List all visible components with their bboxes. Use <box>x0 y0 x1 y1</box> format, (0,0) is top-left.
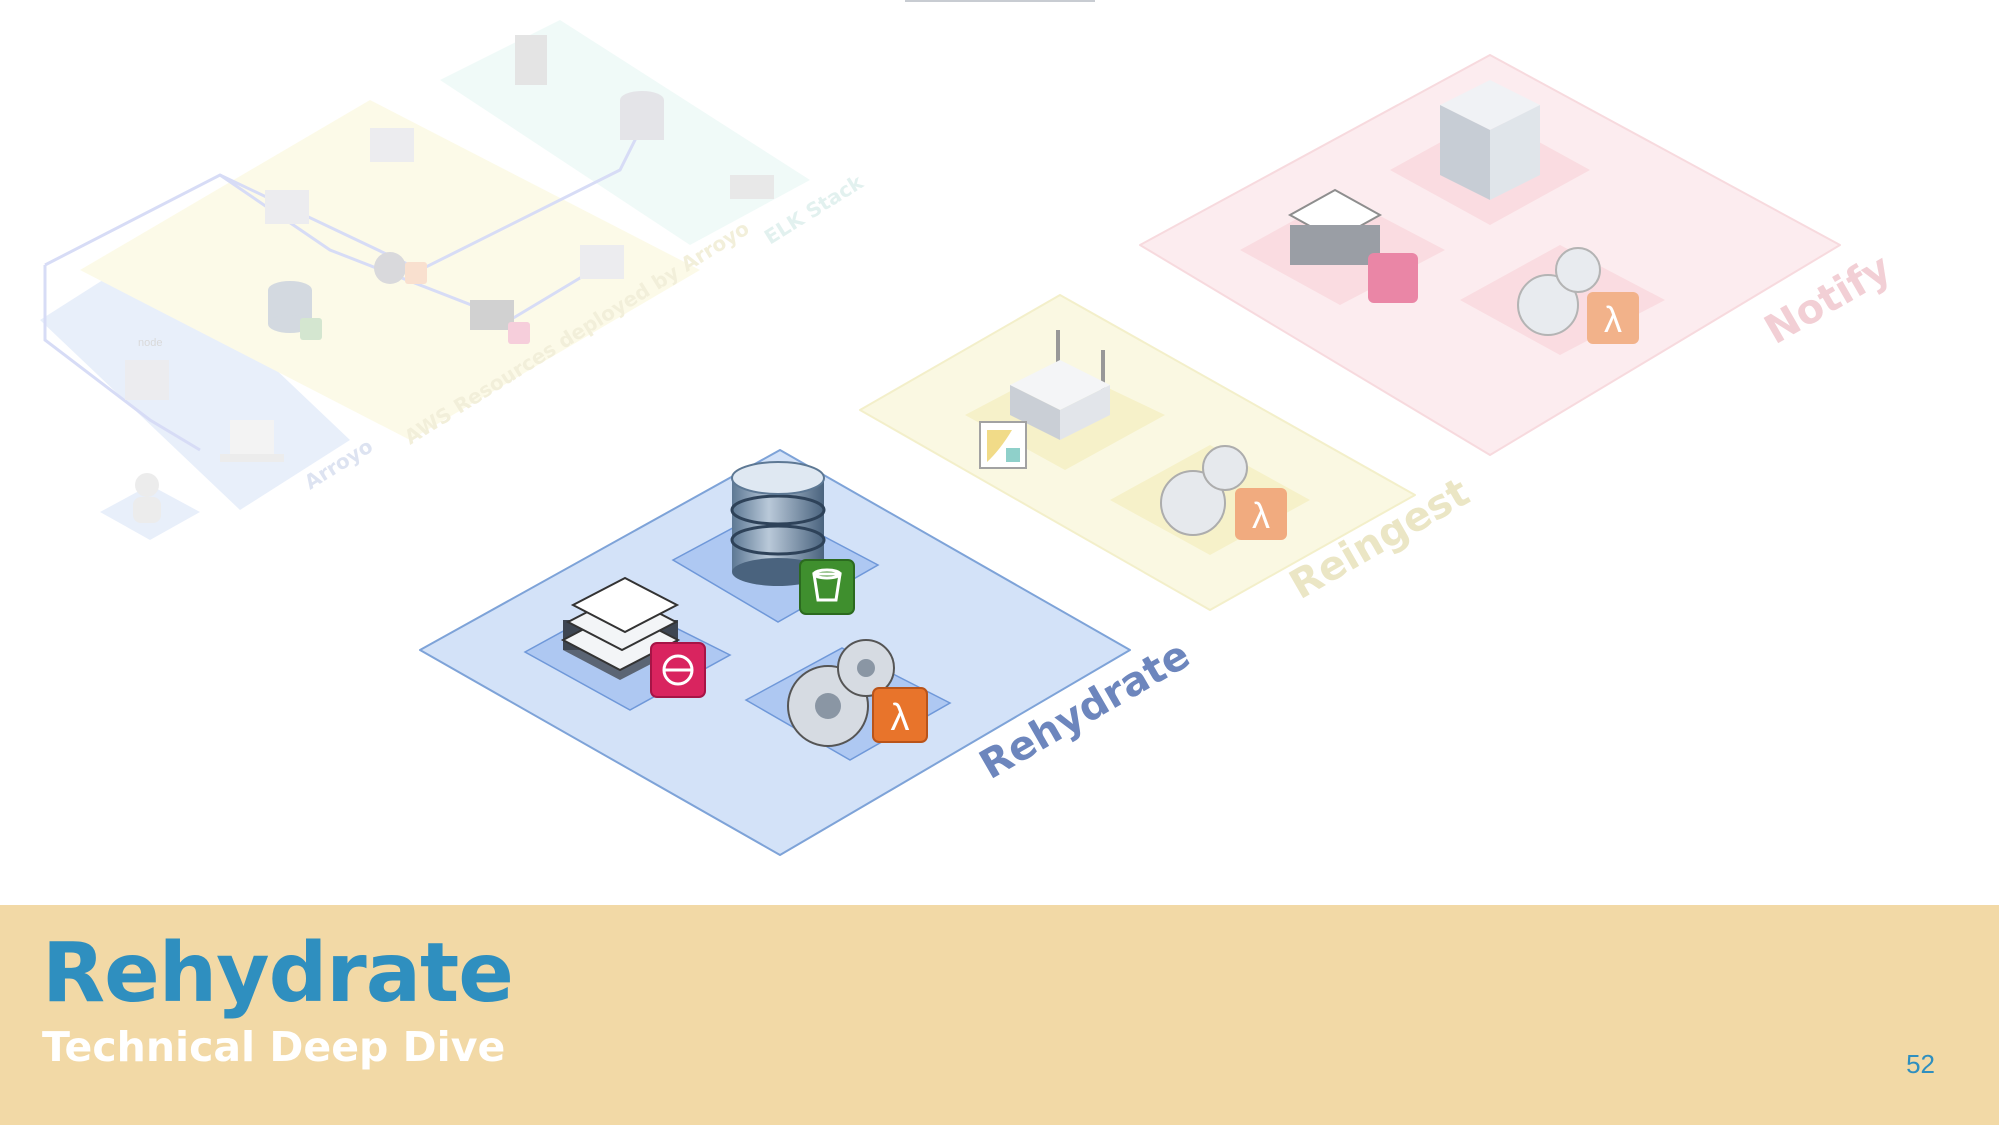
notify-server-icon <box>1440 80 1540 200</box>
overview-user-icon <box>100 473 200 540</box>
title-banner: Rehydrate Technical Deep Dive 52 <box>0 905 1999 1125</box>
page-number: 52 <box>1906 1049 1935 1079</box>
notify-zone: Notify λ <box>1139 54 1899 456</box>
s3-bucket-icon <box>799 559 855 615</box>
overview-elk-nodes <box>515 35 774 199</box>
kibana-icon <box>979 421 1027 469</box>
database-icon <box>730 461 826 586</box>
slide-subtitle: Technical Deep Dive <box>42 1023 506 1071</box>
overview-database-icon <box>268 281 322 340</box>
slide-title: Rehydrate <box>42 926 514 1021</box>
node-label: node <box>138 337 162 349</box>
reingest-gears-icon: λ <box>1160 445 1287 540</box>
overview-diagram: Arroyo AWS Resources deployed by Arroyo … <box>40 20 868 540</box>
overview-sqs-icon <box>470 300 530 344</box>
overview-server-icon <box>125 128 624 400</box>
overview-laptop-icon <box>220 420 284 462</box>
notify-gears-icon: λ <box>1517 247 1639 344</box>
architecture-diagram: Arroyo AWS Resources deployed by Arroyo … <box>40 0 1899 856</box>
svg-text:λ: λ <box>891 697 910 739</box>
lambda-icon: λ <box>872 687 928 743</box>
gears-icon <box>787 639 895 747</box>
overview-lambda-icon <box>374 252 427 284</box>
notify-lambda-icon: λ <box>1604 299 1622 340</box>
notify-sqs-queue-icon <box>1287 188 1418 303</box>
reingest-zone: Reingest λ <box>859 294 1477 611</box>
sqs-queue-icon <box>560 576 706 698</box>
router-icon <box>1010 330 1110 440</box>
reingest-lambda-icon: λ <box>1252 495 1270 536</box>
